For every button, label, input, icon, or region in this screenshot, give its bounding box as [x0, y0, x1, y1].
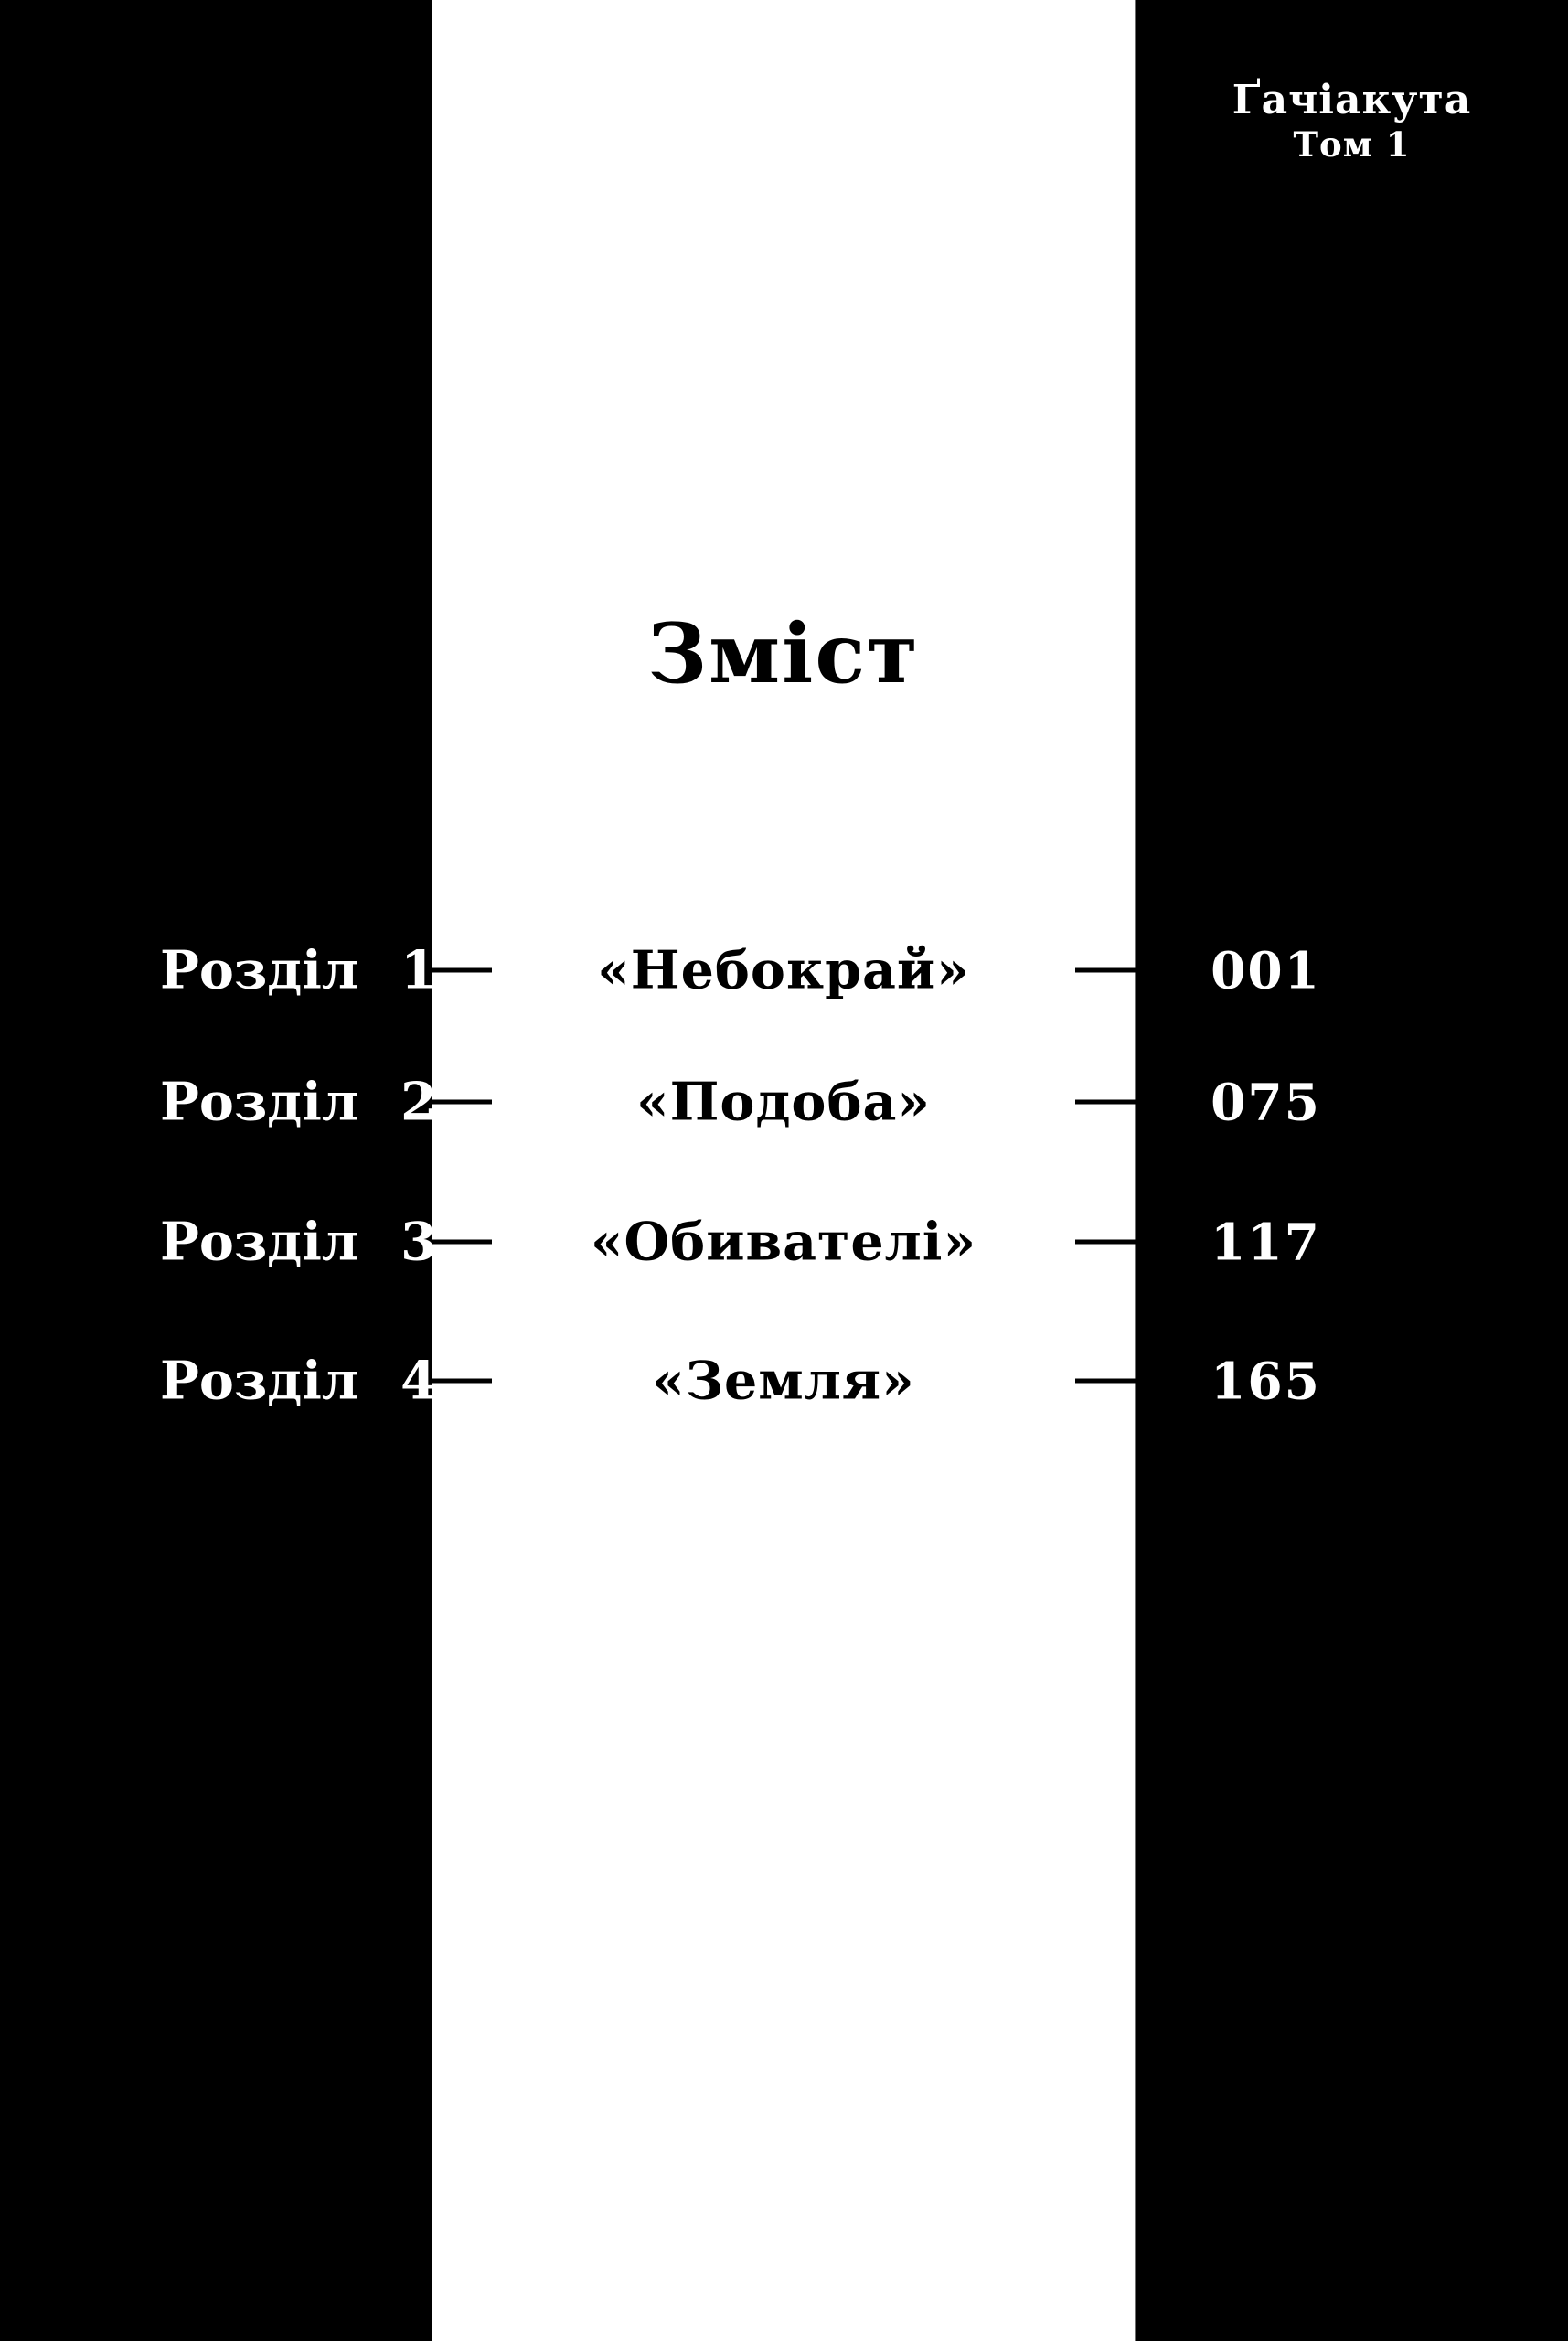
volume-label: Том 1: [1293, 124, 1411, 166]
toc-row: Розділ 1 «Небокрай» 001: [0, 925, 1568, 1016]
volume-header: Ґачіакута Том 1: [1136, 77, 1568, 168]
connector-line-left: [432, 1378, 492, 1384]
connector-line-right: [1075, 1099, 1136, 1105]
white-panel: [432, 0, 1136, 2341]
chapter-title: «Небокрай»: [597, 939, 970, 1001]
toc-row: Розділ 2 «Подоба» 075: [0, 1056, 1568, 1148]
chapter-title: «Обивателі»: [590, 1211, 977, 1273]
chapter-label: Розділ: [160, 1211, 359, 1273]
chapter-number: 3: [400, 1211, 437, 1273]
chapter-label-cell: Розділ 3: [0, 1211, 437, 1273]
page-title: Зміст: [647, 605, 920, 702]
connector-line-left: [432, 1099, 492, 1105]
connector-line-left: [432, 1239, 492, 1245]
connector-line-right: [1075, 967, 1136, 973]
page-number: 165: [1211, 1351, 1321, 1411]
chapter-label-cell: Розділ 2: [0, 1071, 437, 1133]
connector-line-right: [1075, 1378, 1136, 1384]
connector-line-right: [1075, 1239, 1136, 1245]
chapter-number: 1: [400, 939, 437, 1001]
chapter-title: «Земля»: [652, 1350, 915, 1412]
chapter-number: 4: [400, 1350, 437, 1412]
chapter-label-cell: Розділ 4: [0, 1350, 437, 1412]
connector-line-left: [432, 967, 492, 973]
chapter-label-cell: Розділ 1: [0, 939, 437, 1001]
page-number: 075: [1211, 1072, 1321, 1132]
page-number: 117: [1211, 1212, 1321, 1272]
series-title: Ґачіакута: [1232, 77, 1472, 123]
toc-row: Розділ 3 «Обивателі» 117: [0, 1196, 1568, 1288]
chapter-label: Розділ: [160, 1071, 359, 1133]
chapter-label: Розділ: [160, 1350, 359, 1412]
toc-row: Розділ 4 «Земля» 165: [0, 1335, 1568, 1427]
chapter-label: Розділ: [160, 939, 359, 1001]
page-number: 001: [1211, 940, 1321, 1000]
chapter-number: 2: [400, 1071, 437, 1133]
chapter-title: «Подоба»: [635, 1071, 932, 1133]
